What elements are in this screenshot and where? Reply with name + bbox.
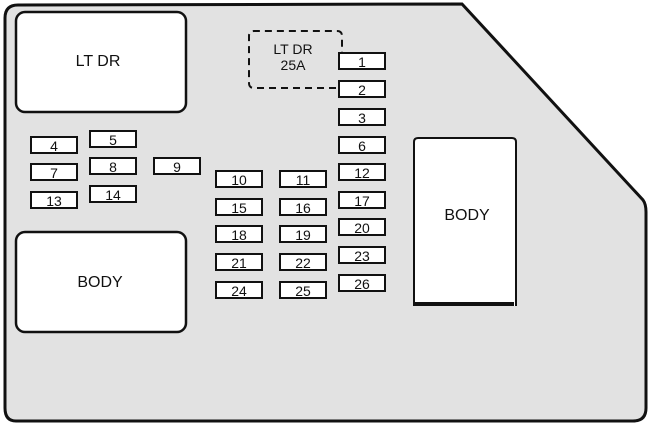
fuse-slot <box>215 198 263 216</box>
fuse-slot <box>279 281 327 299</box>
fuse-label: 5 <box>109 132 117 148</box>
fuse-label: 10 <box>231 172 247 188</box>
fuse-4: 4 <box>30 136 78 154</box>
fuse-slot <box>338 52 386 70</box>
fuse-slot <box>89 130 137 148</box>
fuse-5: 5 <box>89 130 137 148</box>
fuse-label: 9 <box>173 159 181 175</box>
fuse-21: 21 <box>215 253 263 271</box>
fuse-slot <box>338 274 386 292</box>
fuse-label: 13 <box>46 193 62 209</box>
fuse-label: 4 <box>50 138 58 154</box>
fuse-label: 25 <box>295 283 311 299</box>
fuse-24: 24 <box>215 281 263 299</box>
fuse-slot <box>89 185 137 203</box>
fuse-18: 18 <box>215 225 263 243</box>
fuse-label: 16 <box>295 200 311 216</box>
fuse-26: 26 <box>338 274 386 292</box>
fuse-slot <box>153 157 201 175</box>
fuse-slot <box>338 80 386 98</box>
fuse-slot <box>215 281 263 299</box>
fuse-label: 17 <box>354 193 370 209</box>
fuse-label: 15 <box>231 200 247 216</box>
fuse-label: 20 <box>354 220 370 236</box>
fuse-slot <box>279 253 327 271</box>
fuse-label: 18 <box>231 227 247 243</box>
fuse-label: 26 <box>354 276 370 292</box>
fuse-slot <box>279 225 327 243</box>
fuse-25: 25 <box>279 281 327 299</box>
fuse-label: 12 <box>354 165 370 181</box>
fuse-17: 17 <box>338 191 386 209</box>
fuse-slot <box>338 246 386 264</box>
fuse-slot <box>30 136 78 154</box>
fuse-13: 13 <box>30 191 78 209</box>
fuse-22: 22 <box>279 253 327 271</box>
relay-body-left: BODY <box>14 230 188 334</box>
fuse-slot <box>30 191 78 209</box>
fuse-16: 16 <box>279 198 327 216</box>
fuse-6: 6 <box>338 136 386 154</box>
fuse-14: 14 <box>89 185 137 203</box>
fuse-8: 8 <box>89 157 137 175</box>
relay-body-right-label: BODY <box>444 207 490 224</box>
fuse-label: 2 <box>358 82 366 98</box>
fuse-slot <box>279 170 327 188</box>
fuse-3: 3 <box>338 108 386 126</box>
fuse-10: 10 <box>215 170 263 188</box>
fuse-label: 3 <box>358 110 366 126</box>
fuse-slot <box>30 163 78 181</box>
fuse-slot <box>338 191 386 209</box>
fuse-slot <box>338 163 386 181</box>
fuse-2: 2 <box>338 80 386 98</box>
fuse-19: 19 <box>279 225 327 243</box>
fuse-label: 1 <box>358 54 366 70</box>
circuit-breaker-label-2: 25A <box>281 57 307 73</box>
fuse-slot <box>338 218 386 236</box>
relay-body-right: BODY <box>413 137 517 306</box>
circuit-breaker-lt-dr: LT DR 25A <box>248 30 343 89</box>
fuse-slot <box>89 157 137 175</box>
fuse-9: 9 <box>153 157 201 175</box>
fuse-12: 12 <box>338 163 386 181</box>
fuse-label: 21 <box>231 255 247 271</box>
fuse-23: 23 <box>338 246 386 264</box>
fuse-slot <box>338 136 386 154</box>
fuse-label: 14 <box>105 187 121 203</box>
fuse-label: 8 <box>109 159 117 175</box>
fuse-label: 19 <box>295 227 311 243</box>
fuse-11: 11 <box>279 170 327 188</box>
fuse-label: 11 <box>296 172 311 188</box>
relay-lt-dr-label: LT DR <box>76 53 121 70</box>
fuse-label: 6 <box>358 138 366 154</box>
relay-lt-dr: LT DR <box>14 10 188 114</box>
fuse-label: 7 <box>50 165 58 181</box>
fuse-20: 20 <box>338 218 386 236</box>
fuse-slot <box>215 170 263 188</box>
fuse-1: 1 <box>338 52 386 70</box>
fuse-slot <box>215 225 263 243</box>
fuse-slot <box>279 198 327 216</box>
fuse-label: 23 <box>354 248 370 264</box>
fuse-label: 24 <box>231 283 247 299</box>
fuse-15: 15 <box>215 198 263 216</box>
fuse-label: 22 <box>295 255 311 271</box>
fuse-slot <box>215 253 263 271</box>
relay-body-left-label: BODY <box>77 274 123 291</box>
fuse-7: 7 <box>30 163 78 181</box>
fuse-slot <box>338 108 386 126</box>
circuit-breaker-label-1: LT DR <box>273 41 312 57</box>
